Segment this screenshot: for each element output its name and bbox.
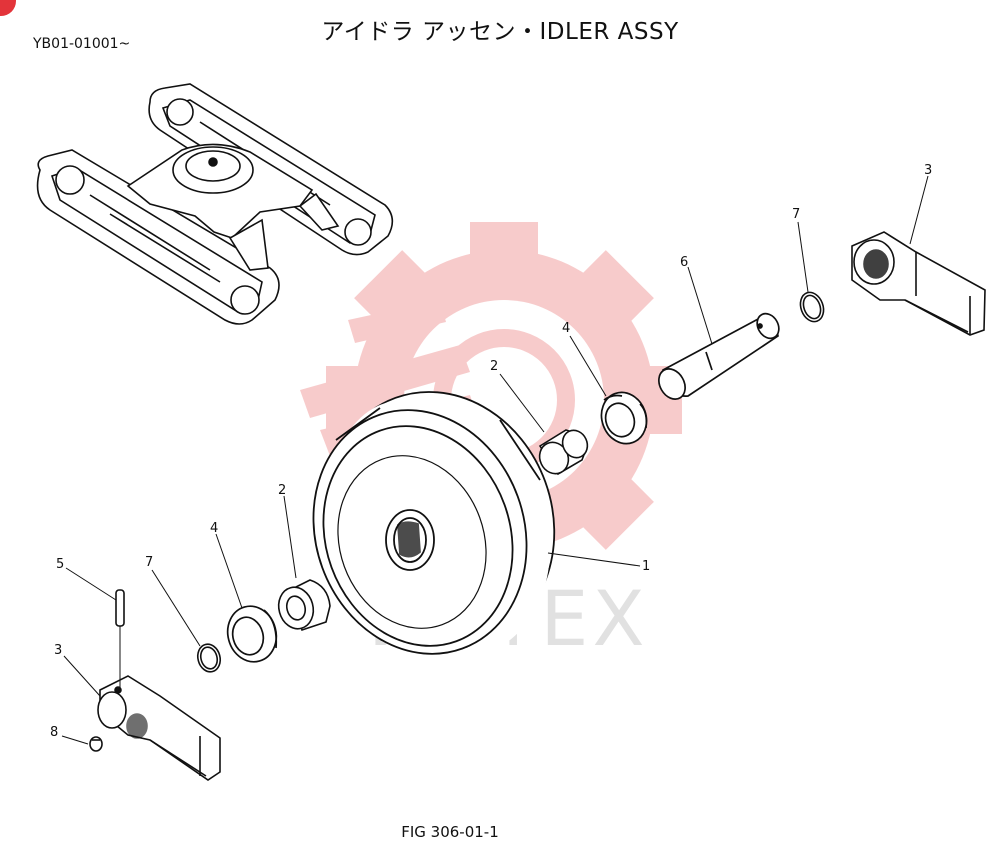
idler-wheel-illustration [312, 391, 556, 655]
callout-5: 5 [56, 557, 64, 572]
undercarriage-frame-illustration [36, 83, 394, 325]
callout-leader-lines [61, 175, 929, 745]
callout-labels: 1 2 4 6 7 3 2 4 7 5 3 8 [50, 163, 932, 740]
bracket-lower-illustration [97, 675, 221, 781]
callout-6: 6 [680, 255, 688, 270]
serial-range: YB01-01001~ [33, 36, 131, 52]
callout-2-upper: 2 [490, 359, 498, 374]
callout-8: 8 [50, 725, 58, 740]
o-ring-lower-illustration [196, 643, 222, 673]
callout-3-lower: 3 [54, 643, 62, 658]
callout-1: 1 [642, 559, 650, 574]
page-title: アイドラ アッセン・IDLER ASSY [321, 19, 679, 45]
callout-3-upper: 3 [924, 163, 932, 178]
bracket-upper-illustration [851, 231, 986, 336]
seal-lower-illustration [226, 605, 278, 663]
callout-2-lower: 2 [278, 483, 286, 498]
bushing-upper-illustration [538, 429, 589, 476]
callout-7-upper: 7 [792, 207, 800, 222]
pin-illustration [115, 589, 125, 627]
figure-number: FIG 306-01-1 [0, 823, 900, 841]
callout-4-lower: 4 [210, 521, 218, 536]
shaft-illustration [658, 312, 780, 400]
o-ring-upper-illustration [799, 291, 825, 323]
plug-illustration [89, 736, 103, 752]
seal-upper-illustration [600, 391, 648, 445]
bushing-lower-illustration [277, 579, 331, 632]
callout-7-lower: 7 [145, 555, 153, 570]
figure-number-text: FIG 306-01-1 [401, 823, 499, 841]
callout-4-upper: 4 [562, 321, 570, 336]
